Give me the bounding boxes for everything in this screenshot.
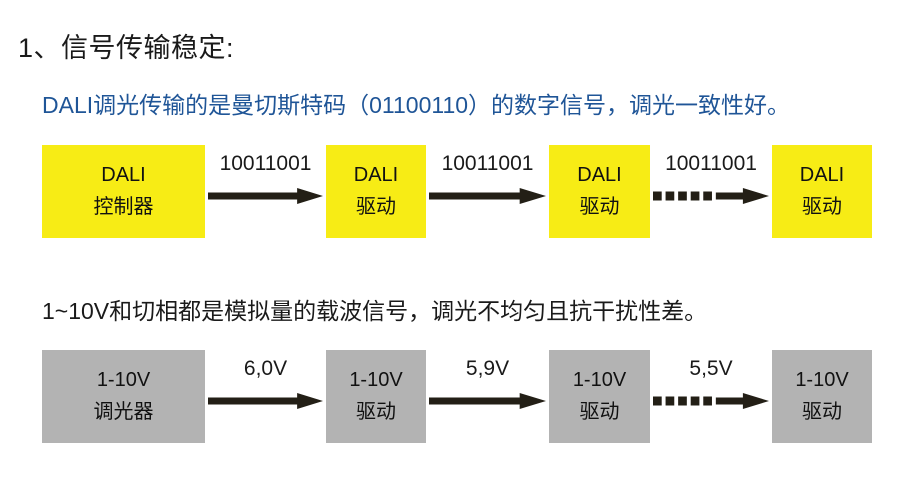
dali-node-driver-3-line2: 驱动 bbox=[802, 196, 842, 218]
analog-node-driver-1-line2: 驱动 bbox=[356, 401, 396, 423]
dali-connector-3-label: 10011001 bbox=[665, 152, 757, 175]
dali-connector-2: 10011001 bbox=[426, 145, 549, 240]
analog-node-driver-3: 1-10V 驱动 bbox=[772, 350, 872, 443]
dali-node-controller-line2: 控制器 bbox=[93, 196, 154, 218]
analog-node-driver-3-line2: 驱动 bbox=[802, 401, 842, 423]
arrow-right-icon bbox=[208, 393, 323, 409]
arrow-right-icon bbox=[429, 393, 546, 409]
analog-connector-1: 6,0V bbox=[205, 350, 326, 445]
dali-node-controller: DALI 控制器 bbox=[42, 145, 205, 238]
analog-flow-diagram: 1-10V 调光器 6,0V 1-10V 驱动 5,9V 1-10V 驱动 5,… bbox=[0, 350, 900, 445]
dali-node-driver-1: DALI 驱动 bbox=[326, 145, 426, 238]
dali-node-driver-3-line1: DALI bbox=[799, 164, 845, 186]
dali-connector-1-label: 10011001 bbox=[219, 152, 312, 175]
arrow-right-icon bbox=[429, 188, 546, 204]
analog-node-driver-2: 1-10V 驱动 bbox=[549, 350, 650, 443]
analog-connector-2-label: 5,9V bbox=[465, 357, 510, 380]
dali-node-driver-2: DALI 驱动 bbox=[549, 145, 650, 238]
dali-node-controller-line1: DALI bbox=[101, 164, 146, 186]
analog-connector-3-label: 5,5V bbox=[689, 357, 733, 380]
dali-connector-3: 10011001 bbox=[650, 145, 772, 240]
analog-connector-2: 5,9V bbox=[426, 350, 549, 445]
dali-connector-2-label: 10011001 bbox=[441, 152, 534, 175]
analog-description-text: 1~10V和切相都是模拟量的载波信号，调光不均匀且抗干扰性差。 bbox=[42, 298, 708, 324]
page-title: 1、信号传输稳定: bbox=[18, 33, 235, 63]
analog-connector-1-label: 6,0V bbox=[243, 357, 288, 380]
dashed-arrow-right-icon bbox=[653, 188, 769, 204]
dali-node-driver-2-line2: 驱动 bbox=[579, 196, 620, 218]
analog-node-driver-1-line1: 1-10V bbox=[349, 369, 403, 391]
dashed-arrow-right-icon bbox=[653, 393, 769, 409]
analog-node-driver-1: 1-10V 驱动 bbox=[326, 350, 426, 443]
analog-node-dimmer-line1: 1-10V bbox=[96, 369, 151, 391]
analog-node-dimmer: 1-10V 调光器 bbox=[42, 350, 205, 443]
analog-node-driver-2-line1: 1-10V bbox=[572, 369, 627, 391]
analog-node-driver-3-line1: 1-10V bbox=[795, 369, 849, 391]
arrow-right-icon bbox=[208, 188, 323, 204]
dali-description-text: DALI调光传输的是曼切斯特码（01100110）的数字信号，调光一致性好。 bbox=[42, 92, 791, 118]
analog-connector-3: 5,5V bbox=[650, 350, 772, 445]
dali-node-driver-2-line1: DALI bbox=[577, 164, 622, 186]
dali-connector-1: 10011001 bbox=[205, 145, 326, 240]
analog-node-driver-2-line2: 驱动 bbox=[579, 401, 620, 423]
dali-node-driver-1-line2: 驱动 bbox=[356, 196, 396, 218]
dali-flow-diagram: DALI 控制器 10011001 DALI 驱动 10011001 DALI … bbox=[0, 145, 900, 240]
analog-node-dimmer-line2: 调光器 bbox=[93, 401, 154, 423]
dali-node-driver-3: DALI 驱动 bbox=[772, 145, 872, 238]
dali-node-driver-1-line1: DALI bbox=[353, 164, 399, 186]
